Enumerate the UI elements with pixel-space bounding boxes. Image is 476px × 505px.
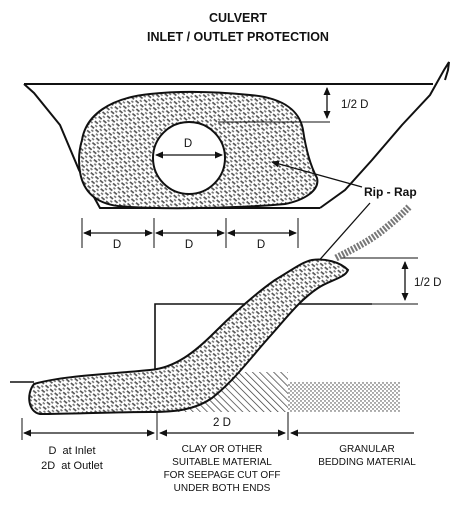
note-outlet: 2D at Outlet	[41, 460, 103, 472]
note-granular-2: BEDDING MATERIAL	[318, 457, 416, 468]
riprap-label: Rip - Rap	[364, 185, 417, 199]
note-clay-4: UNDER BOTH ENDS	[174, 483, 271, 494]
width-d-label-2: D	[185, 239, 193, 251]
riprap-profile	[28, 258, 350, 416]
length-2d-label: 2 D	[213, 417, 231, 429]
note-granular-1: GRANULAR	[339, 444, 395, 455]
half-d-top-label: 1/2 D	[341, 99, 369, 111]
half-d-side-label: 1/2 D	[414, 277, 442, 289]
title-line-2: INLET / OUTLET PROTECTION	[147, 30, 329, 44]
title-line-1: CULVERT	[209, 11, 267, 25]
riprap-leader-top	[271, 160, 363, 188]
culvert-pipe-profile	[334, 203, 413, 262]
width-d-label-1: D	[113, 239, 121, 251]
channel-right-bank	[319, 61, 450, 209]
note-clay-2: SUITABLE MATERIAL	[172, 457, 272, 468]
granular-bedding	[288, 382, 400, 412]
culvert-pipe-opening	[152, 121, 226, 195]
note-clay-1: CLAY OR OTHER	[182, 444, 263, 455]
note-inlet: D at Inlet	[48, 445, 95, 457]
note-clay-3: FOR SEEPAGE CUT OFF	[164, 470, 281, 481]
width-d-label-3: D	[257, 239, 265, 251]
pipe-diameter-label: D	[184, 138, 192, 150]
